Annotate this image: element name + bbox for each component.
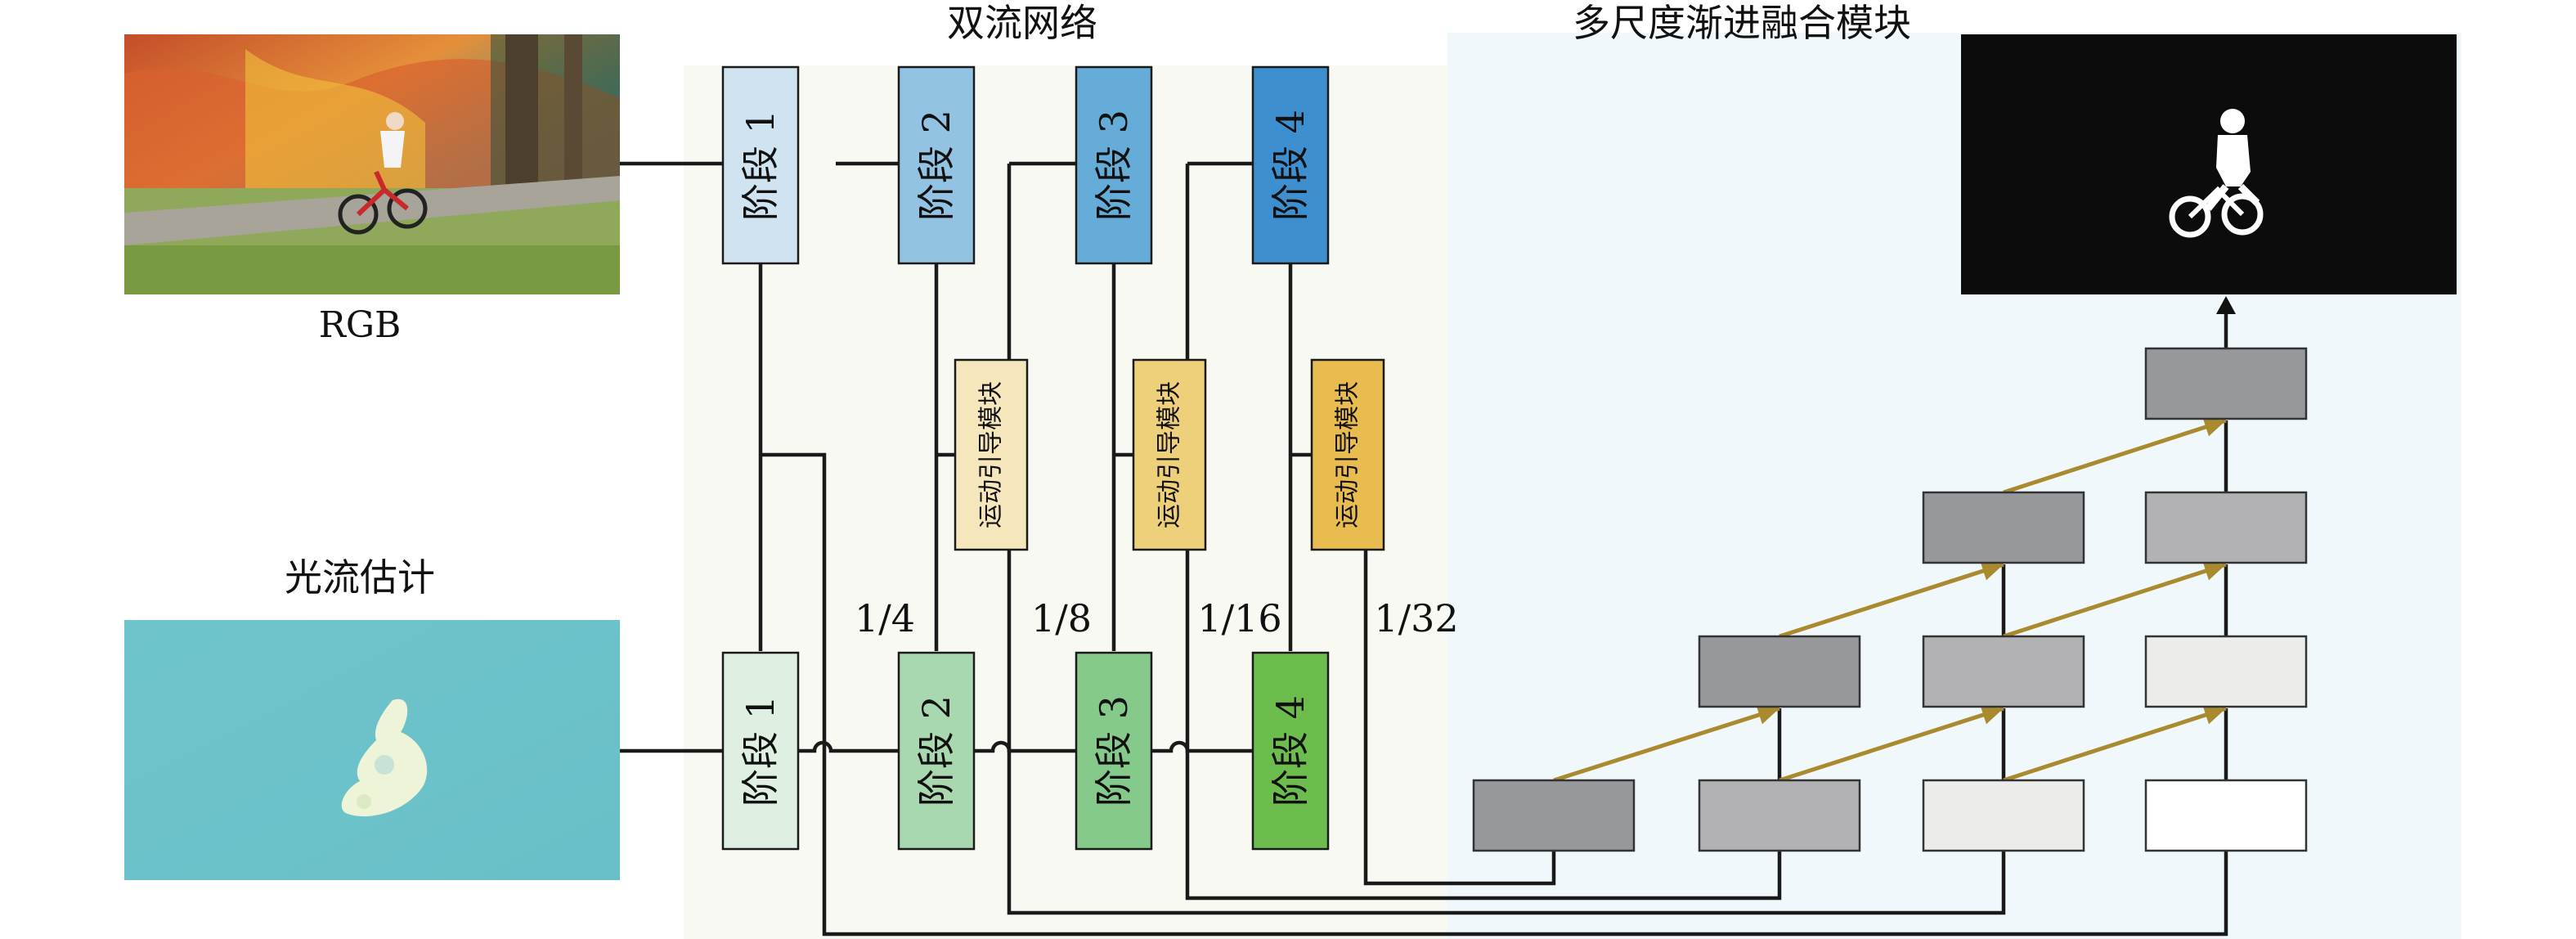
- flow-caption: 光流估计: [285, 555, 435, 600]
- svg-text:阶段 3: 阶段 3: [1092, 695, 1136, 806]
- svg-text:阶段 1: 阶段 1: [738, 110, 783, 221]
- svg-text:阶段 1: 阶段 1: [738, 695, 783, 806]
- svg-text:运动引导模块: 运动引导模块: [1156, 381, 1184, 528]
- rgb-stage-1: 阶段 1: [721, 65, 800, 265]
- fusion-block-r2-c3: [1922, 635, 2085, 708]
- svg-text:运动引导模块: 运动引导模块: [977, 381, 1006, 528]
- scale-labels: 1/4 1/8 1/16 1/32: [855, 596, 1459, 640]
- rgb-stage-2: 阶段 2: [897, 65, 976, 265]
- rgb-stage-4: 阶段 4: [1251, 65, 1330, 265]
- flow-stage-2: 阶段 2: [897, 651, 976, 851]
- optical-flow-image: [124, 620, 620, 880]
- svg-text:运动引导模块: 运动引导模块: [1334, 381, 1362, 528]
- motion-guide-module-2: 运动引导模块: [1132, 358, 1207, 551]
- scale-label-4: 1/32: [1374, 596, 1458, 640]
- flow-stage-4: 阶段 4: [1251, 651, 1330, 851]
- fusion-block-r1-c4: [2144, 779, 2308, 852]
- rgb-stream-stages: 阶段 1 阶段 2 阶段 3 阶段 4: [721, 65, 1330, 265]
- rgb-caption: RGB: [319, 304, 402, 346]
- fusion-arrows: [1553, 417, 2227, 783]
- flow-stage-1: 阶段 1: [721, 651, 800, 851]
- fusion-block-r3-c4: [2144, 491, 2308, 564]
- fusion-block-r1-c1: [1472, 779, 1636, 852]
- motion-guide-module-3: 运动引导模块: [1310, 358, 1385, 551]
- scale-label-1: 1/4: [855, 596, 915, 640]
- scale-label-3: 1/16: [1197, 596, 1281, 640]
- two-stream-title: 双流网络: [947, 1, 1097, 45]
- fusion-block-r1-c2: [1698, 779, 1861, 852]
- svg-text:阶段 2: 阶段 2: [914, 110, 958, 221]
- svg-text:阶段 2: 阶段 2: [914, 695, 958, 806]
- fusion-block-r4-c4: [2144, 347, 2308, 420]
- output-mask-image: [1961, 34, 2457, 294]
- fusion-block-r3-c3: [1922, 491, 2085, 564]
- rgb-input-image: [124, 34, 620, 294]
- svg-text:阶段 3: 阶段 3: [1092, 110, 1136, 221]
- fusion-block-r2-c2: [1698, 635, 1861, 708]
- fusion-block-r2-c4: [2144, 635, 2308, 708]
- fusion-title: 多尺度渐进融合模块: [1573, 1, 1911, 45]
- rgb-stage-3: 阶段 3: [1075, 65, 1153, 265]
- flow-stage-3: 阶段 3: [1075, 651, 1153, 851]
- svg-text:阶段 4: 阶段 4: [1268, 110, 1313, 221]
- svg-text:阶段 4: 阶段 4: [1268, 695, 1313, 806]
- flow-stream-stages: 阶段 1 阶段 2 阶段 3 阶段 4: [721, 651, 1330, 851]
- motion-guide-modules: 运动引导模块 运动引导模块 运动引导模块: [954, 358, 1385, 551]
- motion-guide-module-1: 运动引导模块: [954, 358, 1029, 551]
- connector-lines: [620, 161, 2236, 937]
- scale-label-2: 1/8: [1031, 596, 1092, 640]
- fusion-blocks: [1472, 347, 2308, 852]
- fusion-block-r1-c3: [1922, 779, 2085, 852]
